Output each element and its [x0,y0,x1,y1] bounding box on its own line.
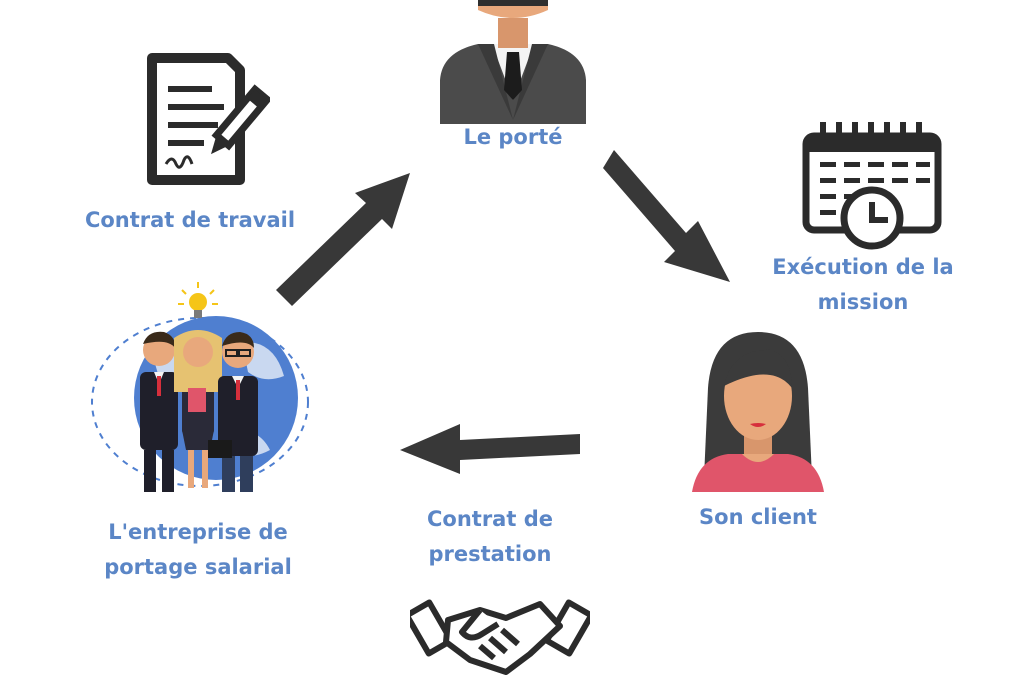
calendar-clock-icon [802,122,942,250]
label-prestation-line1: Contrat de [427,507,553,531]
label-entreprise: L'entreprise de portage salarial [80,515,316,585]
contract-pen-icon [147,53,270,185]
label-entreprise-line1: L'entreprise de [108,520,288,544]
label-prestation: Contrat de prestation [390,502,590,572]
arrow-to-porte [276,173,410,306]
label-entreprise-line2: portage salarial [104,555,292,579]
arrow-to-execution [603,150,730,282]
label-prestation-line2: prestation [428,542,552,566]
handshake-icon [410,599,590,675]
woman-avatar-icon [692,332,824,492]
label-client: Son client [699,505,817,529]
label-execution: Exécution de la mission [758,250,968,320]
businessman-icon [440,0,586,124]
label-contrat-travail: Contrat de travail [84,208,296,232]
label-execution-line2: mission [817,290,909,314]
team-globe-icon [91,282,309,492]
label-execution-line1: Exécution de la [772,255,954,279]
arrow-to-entreprise [400,424,580,474]
label-porte: Le porté [463,125,563,149]
lightbulb-icon [178,282,218,318]
